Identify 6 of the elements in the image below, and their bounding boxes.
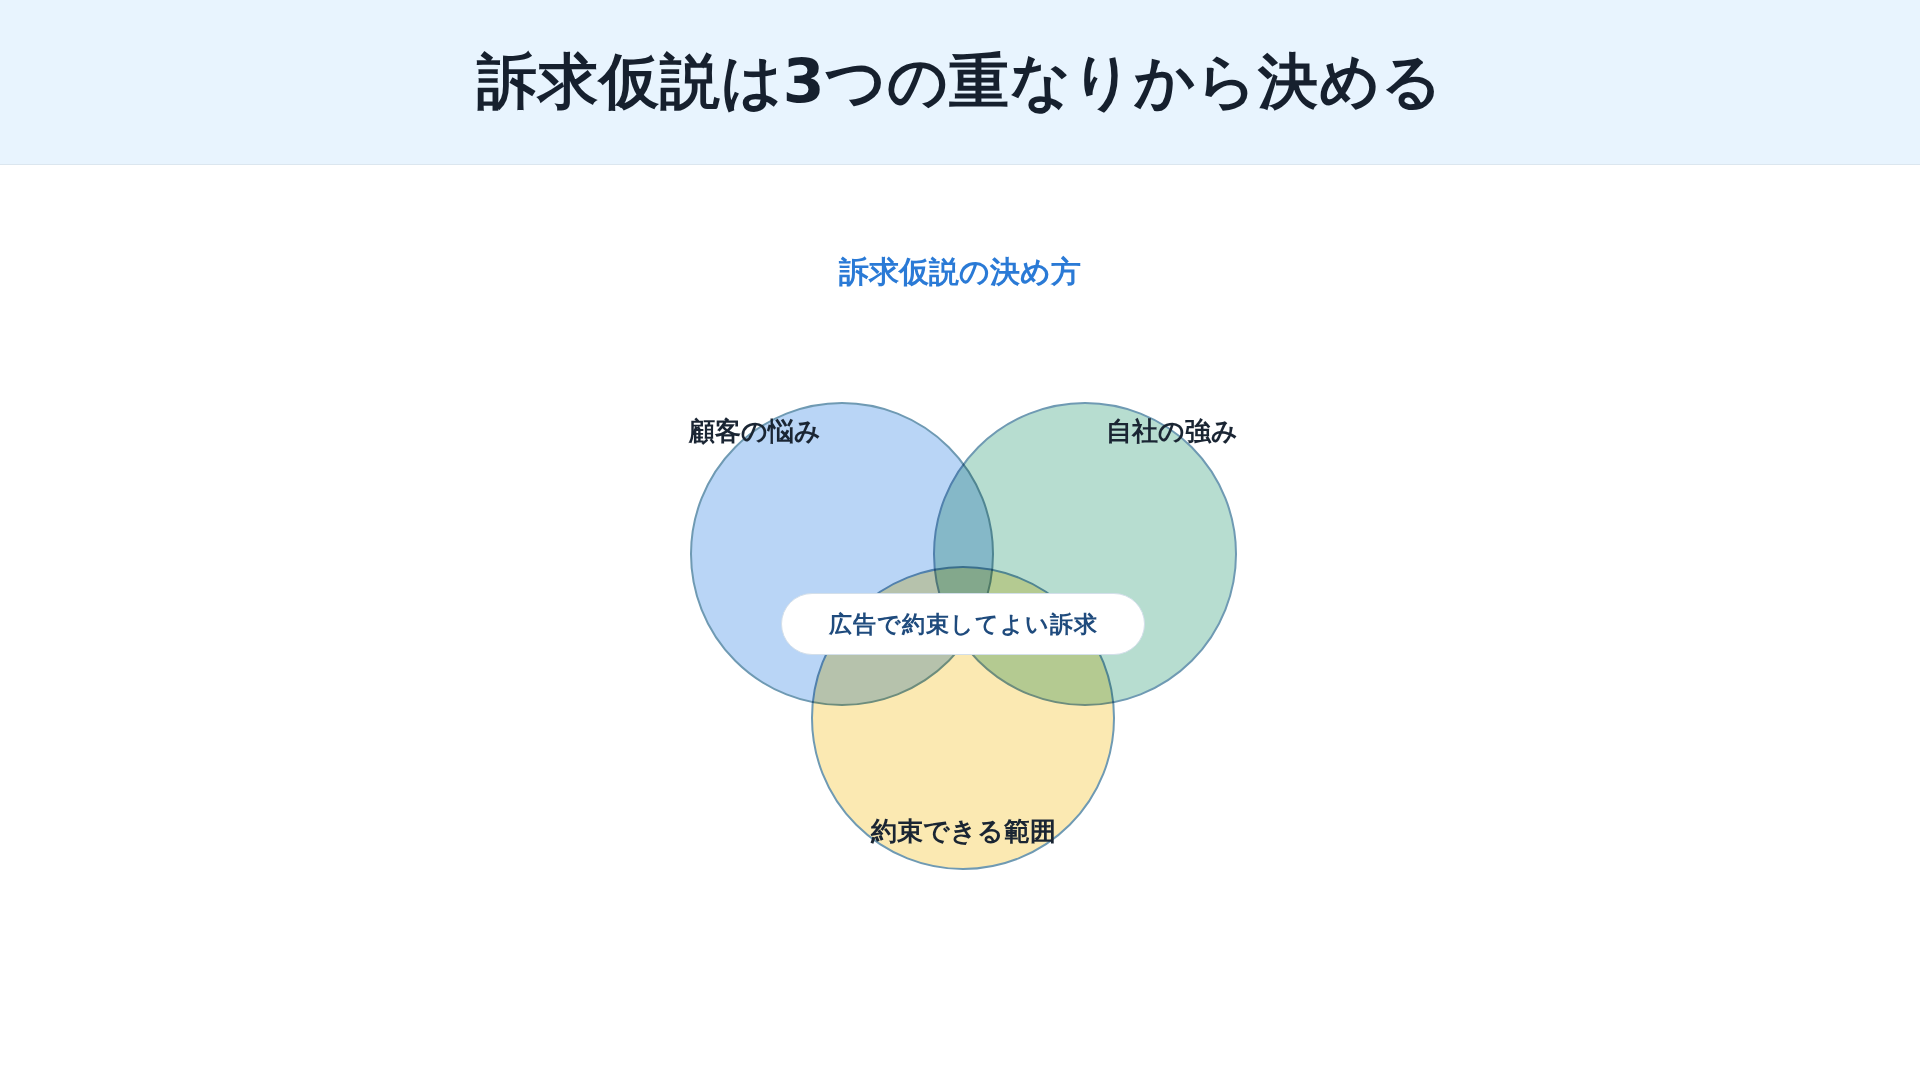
- diagram-subtitle: 訴求仮説の決め方: [839, 252, 1081, 291]
- circle-label: 約束できる範囲: [870, 814, 1056, 848]
- circle-label: 自社の強み: [1106, 414, 1238, 448]
- intersection-pill: 広告で約束してよい訴求: [781, 593, 1145, 655]
- circle-label: 顧客の悩み: [689, 414, 821, 448]
- page-title: 訴求仮説は3つの重なりから決める: [476, 44, 1444, 118]
